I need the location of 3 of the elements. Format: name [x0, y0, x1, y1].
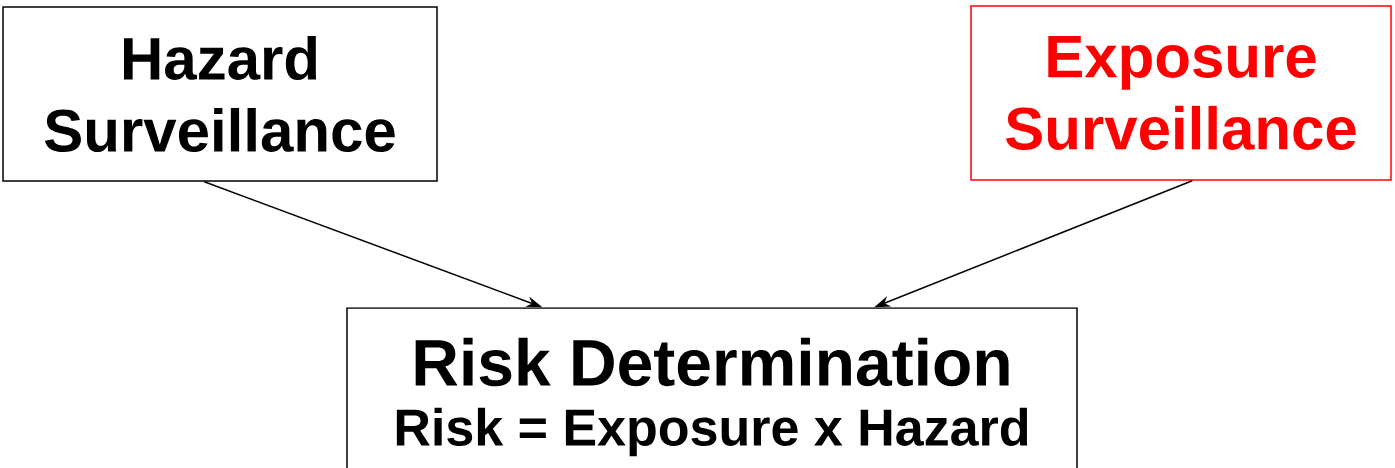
- process-box: Exposure Surveillance: [970, 5, 1392, 181]
- process-box: Risk Determination Risk = Exposure x Hazard: [346, 307, 1078, 468]
- process-box: Hazard Surveillance: [2, 6, 438, 182]
